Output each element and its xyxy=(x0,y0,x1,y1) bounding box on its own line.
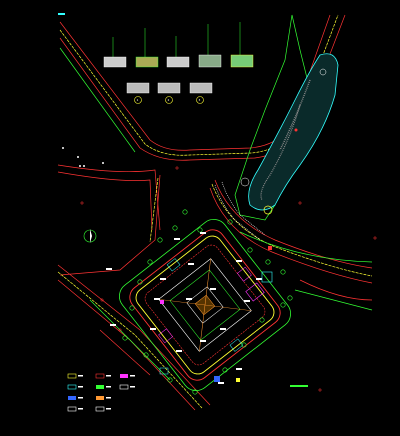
legend-swatch-6 xyxy=(119,384,129,390)
annotation-tags xyxy=(106,232,262,384)
legend-swatch-9 xyxy=(67,406,77,412)
section-detail-3 xyxy=(166,36,190,68)
tree-symbols xyxy=(122,209,293,395)
section-detail-1 xyxy=(103,37,127,68)
legend-swatch-10 xyxy=(95,406,105,412)
survey-points xyxy=(62,147,104,167)
corner-mark xyxy=(58,13,65,15)
legend-swatch-8 xyxy=(96,396,104,400)
detail-marker-3-label: 3 xyxy=(199,98,201,102)
section-detail-4 xyxy=(198,24,222,68)
central-site xyxy=(119,219,291,391)
legend xyxy=(67,373,135,412)
section-details: 1 2 3 xyxy=(103,22,254,104)
north-arrow-icon xyxy=(83,229,97,243)
detail-marker-2-label: 2 xyxy=(168,98,170,102)
legend-swatch-3 xyxy=(120,374,128,378)
legend-swatch-2 xyxy=(95,373,105,379)
section-detail-5 xyxy=(230,22,254,68)
scale-bar xyxy=(290,385,308,387)
legend-swatch-1 xyxy=(67,373,77,379)
detail-marker-1-label: 1 xyxy=(137,98,139,102)
legend-swatch-4 xyxy=(67,384,77,390)
southwest-road xyxy=(57,264,211,411)
site-structures xyxy=(159,246,273,382)
crosshair-markers xyxy=(80,166,377,392)
detail-marker-3 xyxy=(196,96,204,104)
detail-marker-1 xyxy=(134,96,142,104)
east-road xyxy=(209,179,373,311)
access-ramp xyxy=(214,181,266,241)
section-detail-2 xyxy=(135,28,159,68)
section-detail-8 xyxy=(189,82,213,94)
legend-swatch-7 xyxy=(68,396,76,400)
northeast-park xyxy=(234,14,339,221)
section-detail-6 xyxy=(126,82,150,94)
section-detail-7 xyxy=(157,82,181,94)
left-road xyxy=(57,164,161,276)
detail-marker-2 xyxy=(165,96,173,104)
legend-swatch-5 xyxy=(96,385,104,389)
